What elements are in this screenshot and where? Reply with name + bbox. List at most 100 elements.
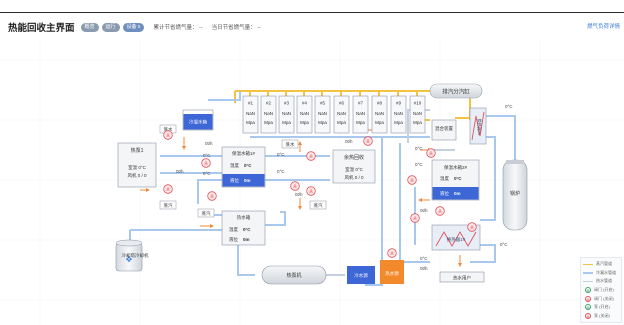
unit-value: NaN	[246, 111, 255, 116]
temp-readout: 0°C	[500, 242, 508, 247]
valve-state: 关	[366, 138, 370, 144]
temp-readout: 0°C	[415, 146, 423, 151]
legend-line-swatch	[583, 263, 593, 266]
valve-6[interactable]: 关	[306, 186, 316, 196]
legend-label: 热水管道	[596, 278, 612, 284]
legend-item: 热水管道	[583, 277, 619, 286]
valve-1[interactable]: 关	[163, 130, 173, 140]
cold-water-source[interactable]: 冷水源	[347, 266, 375, 284]
valve-state: 关	[390, 250, 394, 256]
valve-10[interactable]: 关	[426, 148, 436, 158]
unit-unit: Mpa	[300, 120, 309, 125]
exchanger-2[interactable]: 换热器2#	[469, 107, 487, 145]
pump-right[interactable]: 余热回收 室温 0°C 风机 0 / 0	[332, 149, 376, 184]
unit-unit: Mpa	[356, 120, 365, 125]
insulated-tank-2[interactable]: 保温水箱2# 温度 0°C 液位 0m	[431, 159, 480, 201]
tank1-level-value: 0m	[244, 178, 251, 183]
tank1-temp-label: 温度	[230, 162, 239, 169]
flow-arrows	[140, 128, 462, 267]
unit-unit: Mpa	[246, 120, 255, 125]
header-bar: 热能回收主界面 概览 运行 设备 x 累计节省燃气量： -- 当日节省燃气量： …	[8, 20, 261, 34]
readouts: 0t/h0°C0°C0t/h0°C0°C0t/h0t/h0°C0°C0t/h0°…	[176, 104, 513, 271]
pump-left[interactable]: 热泵1 室温 0°C 风机 0 / 0	[117, 142, 157, 188]
valve-2[interactable]: 关	[163, 184, 173, 194]
mixer[interactable]: 混合装置	[431, 119, 457, 141]
valve-state: 关	[210, 193, 214, 199]
valve-state: 关	[470, 224, 474, 230]
unit-value: NaN	[394, 111, 403, 116]
valve-state: 关	[410, 177, 414, 183]
hot-water-user[interactable]: 热水用户	[439, 271, 485, 283]
valve-8[interactable]: 关	[363, 136, 373, 146]
page-title: 热能回收主界面	[8, 23, 75, 34]
unit-value: NaN	[413, 111, 422, 116]
valve-state: 关	[309, 153, 313, 159]
temp-readout: 0°C	[415, 162, 423, 167]
valve-9[interactable]: 关	[407, 175, 417, 185]
unit-name: #5	[320, 101, 326, 106]
valve-13[interactable]: 关	[410, 213, 420, 223]
cold-water-tank[interactable]: 冷凝水箱	[182, 109, 214, 131]
gas-load-detail-link[interactable]: 燃气负荷详情	[586, 24, 620, 30]
tag-running[interactable]: 运行	[101, 22, 120, 32]
valve-12[interactable]: 关	[467, 222, 477, 232]
cooling-tower[interactable]: ✥ 冷却塔冷却机	[115, 239, 149, 272]
valve-3[interactable]: 关	[201, 158, 211, 168]
total-saving-value: --	[198, 25, 203, 31]
hot-tank[interactable]: 热水箱 温度 0°C 液位 0m	[221, 210, 266, 246]
unit-name: #1	[248, 101, 254, 106]
cold-tank-label: 冷凝水箱	[189, 119, 207, 126]
valve-7[interactable]: 关	[290, 181, 300, 191]
valve-state: 关	[293, 183, 297, 189]
fan-icon: ✥	[126, 255, 133, 264]
valve-5[interactable]: 关	[306, 151, 316, 161]
temp-readout: 0°C	[203, 171, 211, 176]
exhaust-header[interactable]: 排汽分汽缸	[429, 83, 483, 99]
pump-left-name: 热泵1	[131, 147, 144, 154]
hot-tank-temp-value: 0°C	[243, 227, 251, 232]
tag-device[interactable]: 设备 x	[122, 22, 145, 32]
heat-pump-label: 热泵机	[286, 272, 301, 279]
valve-4[interactable]: 关	[207, 191, 217, 201]
hot-water-source[interactable]: 热水源	[380, 260, 404, 284]
pump-right-line2: 风机 0 / 0	[344, 174, 364, 181]
valve-state: 关	[429, 150, 433, 156]
unit-name: #2	[266, 101, 272, 106]
legend-item: 蒸汽管道	[583, 260, 619, 269]
daily-saving-value: --	[257, 25, 261, 31]
boiler[interactable]: 锅炉	[502, 159, 528, 231]
temp-readout: 0°C	[420, 256, 428, 261]
heat-pump-unit[interactable]: 热泵机	[261, 265, 327, 285]
legend-valve-icon: ⊗	[585, 312, 591, 319]
discharge-label-center: 蒸水	[281, 139, 299, 149]
legend-item: ⊗泵 (关闭)	[583, 312, 619, 321]
insulated-tank-1[interactable]: 保温水箱1# 温度 0°C 液位 0m	[221, 146, 266, 188]
unit-name: #8	[377, 101, 383, 106]
legend-valve-icon: ⊗	[585, 304, 591, 311]
tank2-temp-value: 0°C	[454, 176, 462, 181]
valve-14[interactable]: 关	[387, 248, 397, 258]
steam-label-center: 蒸汽	[197, 208, 215, 218]
legend-label: 阀门 (关闭)	[594, 295, 614, 301]
unit-unit: Mpa	[282, 120, 291, 125]
svg-text:蒸水: 蒸水	[164, 126, 173, 133]
valve-11[interactable]: 关	[435, 206, 445, 216]
hot-tank-name: 热水箱	[237, 214, 251, 221]
unit-name: #3	[284, 101, 290, 106]
unit-value: NaN	[356, 111, 365, 116]
unit-unit: Mpa	[264, 120, 273, 125]
tag-overview[interactable]: 概览	[80, 22, 99, 32]
hot-tank-level-label: 液位	[229, 236, 238, 243]
